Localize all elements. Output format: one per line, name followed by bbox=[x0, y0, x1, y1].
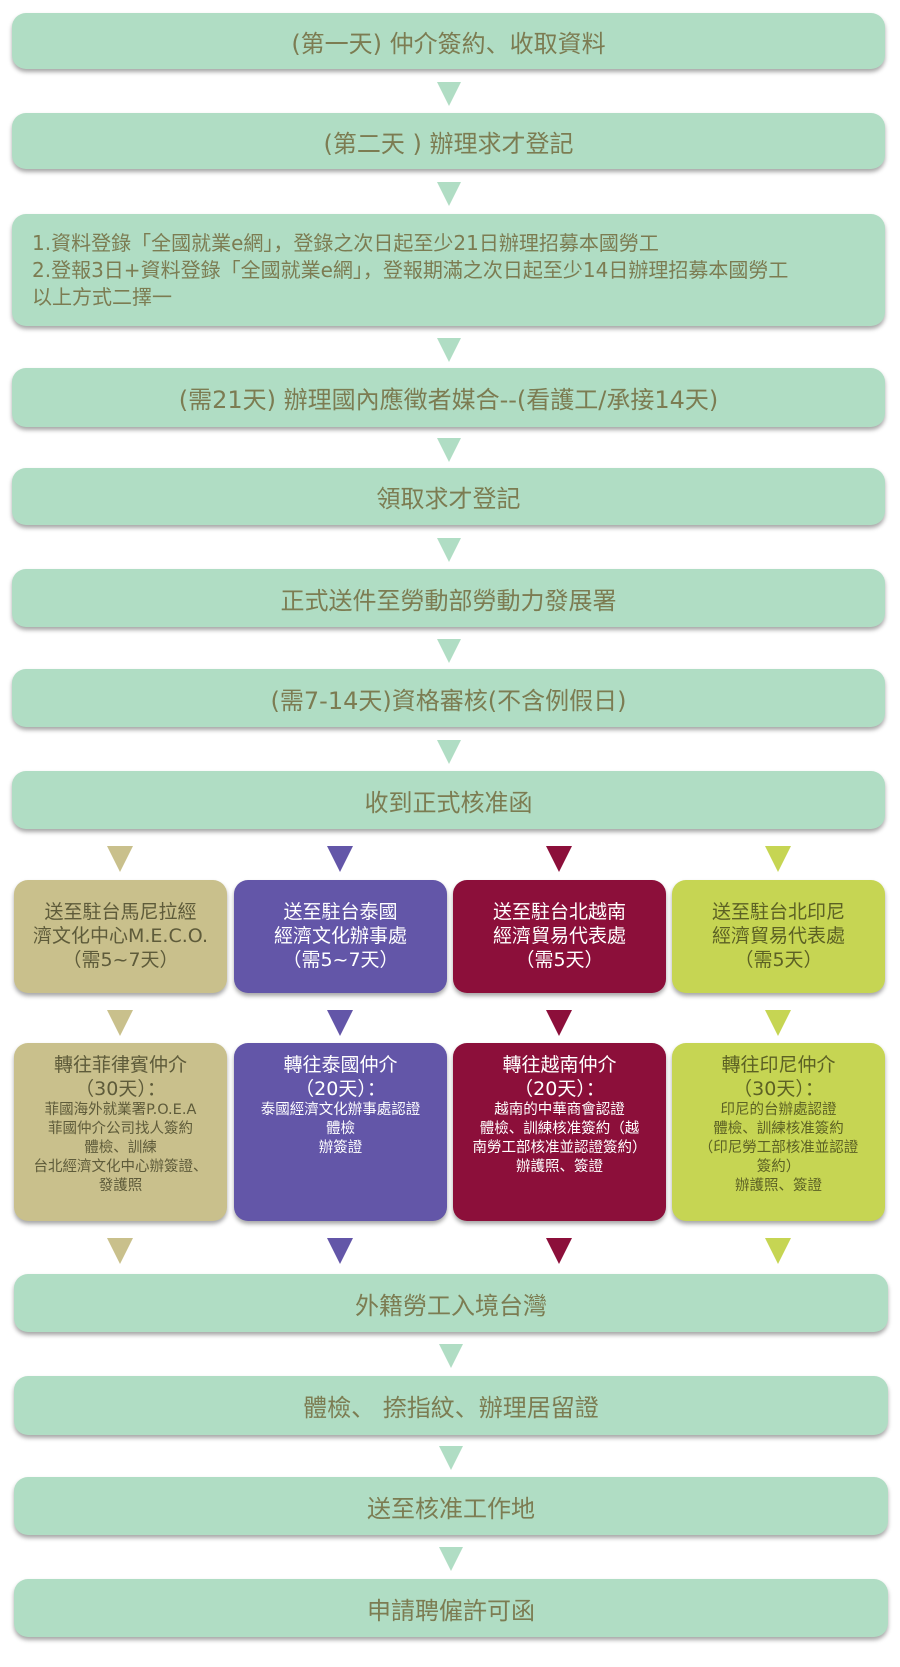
agency-detail: 體檢、訓練核准簽約 bbox=[713, 1121, 844, 1137]
office-box-indonesia: 送至駐台北印尼經濟貿易代表處（需5天） bbox=[672, 880, 885, 993]
office-box-philippines: 送至駐台馬尼拉經濟文化中心M.E.C.O.（需5~7天） bbox=[14, 880, 227, 993]
agency-detail: 辦簽證 bbox=[318, 1140, 363, 1156]
arrow-down-icon bbox=[107, 846, 133, 872]
office-text: （需5~7天） bbox=[282, 949, 399, 971]
agency-title: 轉往菲律賓仲介 bbox=[53, 1054, 187, 1076]
agency-title: （20天）： bbox=[514, 1078, 605, 1100]
agency-title: （20天）： bbox=[295, 1078, 386, 1100]
option-2: 2.登報3日+資料登錄「全國就業e網」，登報期滿之次日起至少14日辦理招募本國勞… bbox=[32, 258, 789, 282]
arrow-down-icon bbox=[437, 639, 461, 663]
arrow-down-icon bbox=[107, 1238, 133, 1264]
arrow-down-icon bbox=[327, 846, 353, 872]
arrow-down-icon bbox=[437, 338, 461, 362]
office-text: 送至駐台北印尼 bbox=[711, 901, 845, 923]
agency-title: 轉往越南仲介 bbox=[502, 1054, 617, 1076]
arrow-down-icon bbox=[765, 1238, 791, 1264]
office-text: 經濟貿易代表處 bbox=[492, 925, 626, 947]
option-note: 以上方式二擇一 bbox=[32, 285, 172, 309]
step-employment-permit: 申請聘僱許可函 bbox=[14, 1579, 888, 1637]
agency-detail: 發護照 bbox=[98, 1178, 143, 1194]
office-text: （需5天） bbox=[515, 949, 604, 971]
step-medical-fingerprint-residence: 體檢、 捺指紋、辦理居留證 bbox=[14, 1376, 888, 1435]
step-worker-arrival: 外籍勞工入境台灣 bbox=[14, 1274, 888, 1332]
agency-detail: 體檢 bbox=[326, 1121, 355, 1137]
step-job-registration: (第二天 ) 辦理求才登記 bbox=[12, 113, 885, 169]
step-receive-registration: 領取求才登記 bbox=[12, 468, 885, 525]
step-submit-application: 正式送件至勞動部勞動力發展署 bbox=[12, 569, 885, 627]
agency-detail: （印尼勞工部核准並認證 bbox=[698, 1140, 859, 1156]
arrow-down-icon bbox=[765, 1010, 791, 1036]
step-contract-signing: (第一天) 仲介簽約、收取資料 bbox=[12, 13, 885, 69]
arrow-down-icon bbox=[437, 82, 461, 106]
office-text: （需5~7天） bbox=[62, 949, 179, 971]
agency-box-indonesia: 轉往印尼仲介（30天）： 印尼的台辦處認證體檢、訓練核准簽約 （印尼勞工部核准並認證… bbox=[672, 1043, 885, 1221]
office-box-thailand: 送至駐台泰國經濟文化辦事處（需5~7天） bbox=[234, 880, 447, 993]
arrow-down-icon bbox=[439, 1344, 463, 1368]
office-text: 送至駐台北越南 bbox=[492, 901, 626, 923]
arrow-down-icon bbox=[327, 1238, 353, 1264]
agency-detail: 南勞工部核准並認證簽約） bbox=[472, 1140, 647, 1156]
arrow-down-icon bbox=[437, 182, 461, 206]
agency-detail: 菲國海外就業署P.O.E.A bbox=[44, 1102, 197, 1118]
office-text: 送至駐台馬尼拉經 bbox=[44, 901, 197, 923]
arrow-down-icon bbox=[765, 846, 791, 872]
office-text: 經濟貿易代表處 bbox=[711, 925, 845, 947]
agency-title: （30天）： bbox=[733, 1078, 824, 1100]
agency-box-vietnam: 轉往越南仲介（20天）： 越南的中華商會認證體檢、訓練核准簽約（越南勞工部核准並認… bbox=[453, 1043, 666, 1221]
office-text: 濟文化中心M.E.C.O. bbox=[32, 925, 208, 947]
step-approval-letter: 收到正式核准函 bbox=[12, 771, 885, 829]
agency-title: 轉往印尼仲介 bbox=[721, 1054, 836, 1076]
agency-detail: 印尼的台辦處認證 bbox=[720, 1102, 837, 1118]
arrow-down-icon bbox=[546, 846, 572, 872]
agency-title: 轉往泰國仲介 bbox=[283, 1054, 398, 1076]
arrow-down-icon bbox=[437, 538, 461, 562]
office-text: 經濟文化辦事處 bbox=[273, 925, 407, 947]
arrow-down-icon bbox=[546, 1010, 572, 1036]
agency-detail: 菲國仲介公司找人簽約 bbox=[48, 1121, 193, 1137]
agency-title: （30天）： bbox=[75, 1078, 166, 1100]
arrow-down-icon bbox=[437, 740, 461, 764]
agency-box-thailand: 轉往泰國仲介（20天）： 泰國經濟文化辦事處認證體檢辦簽證 bbox=[234, 1043, 447, 1221]
step-qualification-review: (需7-14天)資格審核(不含例假日) bbox=[12, 669, 885, 727]
office-text: （需5天） bbox=[734, 949, 823, 971]
step-send-to-workplace: 送至核准工作地 bbox=[14, 1477, 888, 1535]
step-recruitment-options: 1.資料登錄「全國就業e網」，登錄之次日起至少21日辦理招募本國勞工 2.登報3… bbox=[12, 214, 885, 326]
arrow-down-icon bbox=[546, 1238, 572, 1264]
agency-detail: 泰國經濟文化辦事處認證 bbox=[260, 1102, 421, 1118]
step-domestic-matching: (需21天) 辦理國內應徵者媒合--(看護工/承接14天) bbox=[12, 368, 885, 427]
agency-detail: 辦護照、簽證 bbox=[735, 1178, 822, 1194]
agency-detail: 辦護照、簽證 bbox=[516, 1159, 603, 1175]
arrow-down-icon bbox=[437, 438, 461, 462]
arrow-down-icon bbox=[439, 1446, 463, 1470]
agency-detail: 越南的中華商會認證 bbox=[494, 1102, 625, 1118]
arrow-down-icon bbox=[439, 1547, 463, 1571]
arrow-down-icon bbox=[327, 1010, 353, 1036]
option-1: 1.資料登錄「全國就業e網」，登錄之次日起至少21日辦理招募本國勞工 bbox=[32, 231, 659, 255]
office-text: 送至駐台泰國 bbox=[283, 901, 398, 923]
office-box-vietnam: 送至駐台北越南經濟貿易代表處（需5天） bbox=[453, 880, 666, 993]
agency-detail: 體檢、訓練核准簽約（越 bbox=[479, 1121, 640, 1137]
agency-detail: 簽約） bbox=[756, 1159, 801, 1175]
agency-box-philippines: 轉往菲律賓仲介（30天）： 菲國海外就業署P.O.E.A 菲國仲介公司找人簽約體檢、… bbox=[14, 1043, 227, 1221]
agency-detail: 台北經濟文化中心辦簽證、 bbox=[33, 1159, 208, 1175]
agency-detail: 體檢、訓練 bbox=[84, 1140, 157, 1156]
arrow-down-icon bbox=[107, 1010, 133, 1036]
